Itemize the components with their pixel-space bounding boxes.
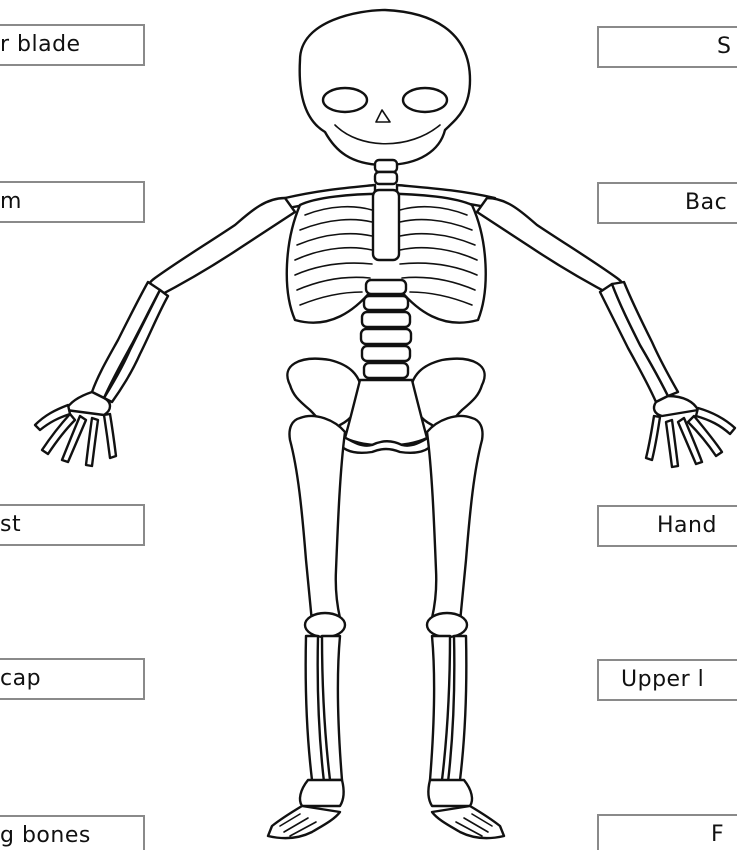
label-text-kneecap: cap (0, 660, 41, 698)
label-box-wrist[interactable]: st (0, 504, 145, 546)
label-text-skull: S (717, 28, 731, 66)
label-text-wrist: st (0, 506, 21, 544)
label-box-shoulder-blade[interactable]: r blade (0, 24, 145, 66)
label-box-arm[interactable]: m (0, 181, 145, 223)
left-leg (289, 416, 345, 806)
left-hand (35, 405, 116, 466)
label-box-leg-bones[interactable]: g bones (0, 815, 145, 850)
label-text-upper: Upper l (621, 661, 704, 699)
label-text-backbone: Bac (685, 184, 727, 222)
label-box-foot[interactable]: F (597, 814, 737, 850)
left-foot (268, 806, 340, 838)
label-text-hand: Hand (657, 507, 717, 545)
right-hand (646, 408, 735, 467)
label-text-leg-bones: g bones (0, 817, 91, 850)
right-foot (432, 806, 504, 838)
right-arm (477, 198, 698, 416)
label-text-foot: F (711, 816, 724, 850)
label-text-shoulder-blade: r blade (0, 26, 81, 64)
skull (300, 10, 470, 165)
neck-vertebrae (375, 160, 397, 184)
label-box-skull[interactable]: S (597, 26, 737, 68)
right-leg (427, 416, 483, 806)
left-arm (66, 198, 295, 415)
label-box-hand[interactable]: Hand (597, 505, 737, 547)
label-box-backbone[interactable]: Bac (597, 182, 737, 224)
label-box-upper[interactable]: Upper l (597, 659, 737, 701)
label-box-kneecap[interactable]: cap (0, 658, 145, 700)
label-text-arm: m (0, 183, 22, 221)
